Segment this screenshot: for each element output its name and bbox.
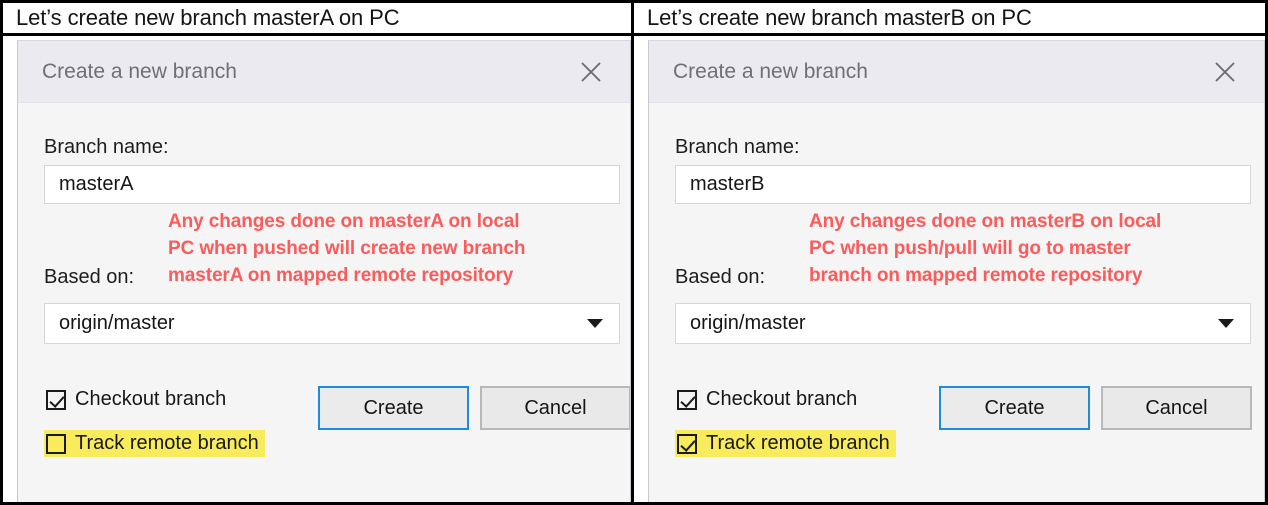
based-on-dropdown-right[interactable]: origin/master xyxy=(675,303,1251,344)
dialog-header-right: Create a new branch xyxy=(649,41,1264,103)
dialog-container-left: Create a new branch Branch name: masterA… xyxy=(3,36,631,502)
cancel-button-left[interactable]: Cancel xyxy=(480,386,630,430)
based-on-value-left: origin/master xyxy=(59,312,175,334)
annotation-text-right: Any changes done on masterB on local PC … xyxy=(809,211,1162,286)
based-on-value-right: origin/master xyxy=(690,312,806,334)
track-remote-branch-row-right[interactable]: Track remote branch xyxy=(675,430,896,457)
create-branch-dialog-left: Create a new branch Branch name: masterA… xyxy=(17,40,631,502)
checkout-branch-row-right[interactable]: Checkout branch xyxy=(675,386,863,413)
dialog-body-left: Branch name: masterA Based on: origin/ma… xyxy=(18,103,630,502)
close-icon[interactable] xyxy=(1208,55,1242,89)
checkbox-group-left: Checkout branch Track remote branch xyxy=(44,386,265,457)
dialog-buttons-left: Create Cancel xyxy=(318,386,630,430)
based-on-label-left: Based on: xyxy=(44,266,135,288)
annotation-text-left: Any changes done on masterA on local PC … xyxy=(168,211,526,286)
track-remote-branch-label-right: Track remote branch xyxy=(706,432,890,454)
track-remote-branch-row-left[interactable]: Track remote branch xyxy=(44,430,265,457)
branch-name-label-right: Branch name: xyxy=(675,136,800,158)
dialog-container-right: Create a new branch Branch name: masterB… xyxy=(634,36,1265,502)
checkout-branch-row-left[interactable]: Checkout branch xyxy=(44,386,232,413)
close-icon[interactable] xyxy=(574,55,608,89)
track-remote-branch-label-left: Track remote branch xyxy=(75,432,259,454)
dialog-header-left: Create a new branch xyxy=(18,41,630,103)
caption-bar-right: Let’s create new branch masterB on PC xyxy=(634,3,1265,36)
dialog-body-right: Branch name: masterB Based on: origin/ma… xyxy=(649,103,1264,502)
caption-text-right: Let’s create new branch masterB on PC xyxy=(647,5,1032,30)
checkout-branch-label-right: Checkout branch xyxy=(706,388,858,410)
caption-text-left: Let’s create new branch masterA on PC xyxy=(16,5,400,30)
create-button-left[interactable]: Create xyxy=(318,386,469,430)
dialog-title-right: Create a new branch xyxy=(673,59,868,83)
checkbox-group-right: Checkout branch Track remote branch xyxy=(675,386,896,457)
checkout-branch-checkbox-left[interactable] xyxy=(46,389,66,410)
dialog-title-left: Create a new branch xyxy=(42,59,237,83)
caption-bar-left: Let’s create new branch masterA on PC xyxy=(3,3,631,36)
track-remote-branch-checkbox-left[interactable] xyxy=(46,433,66,454)
checkout-branch-checkbox-right[interactable] xyxy=(677,389,697,410)
cancel-button-right[interactable]: Cancel xyxy=(1101,386,1252,430)
checkout-branch-label-left: Checkout branch xyxy=(75,388,227,410)
create-branch-dialog-right: Create a new branch Branch name: masterB… xyxy=(648,40,1265,502)
panel-masterB: Let’s create new branch masterB on PC Cr… xyxy=(634,3,1265,502)
branch-name-label-left: Branch name: xyxy=(44,136,169,158)
dialog-buttons-right: Create Cancel xyxy=(939,386,1252,430)
panel-masterA: Let’s create new branch masterA on PC Cr… xyxy=(3,3,634,502)
chevron-down-icon xyxy=(587,319,603,328)
branch-name-input-right[interactable]: masterB xyxy=(675,165,1251,204)
based-on-dropdown-left[interactable]: origin/master xyxy=(44,303,620,344)
branch-name-input-left[interactable]: masterA xyxy=(44,165,620,204)
create-button-right[interactable]: Create xyxy=(939,386,1090,430)
track-remote-branch-checkbox-right[interactable] xyxy=(677,433,697,454)
based-on-label-right: Based on: xyxy=(675,266,766,288)
chevron-down-icon xyxy=(1218,319,1234,328)
